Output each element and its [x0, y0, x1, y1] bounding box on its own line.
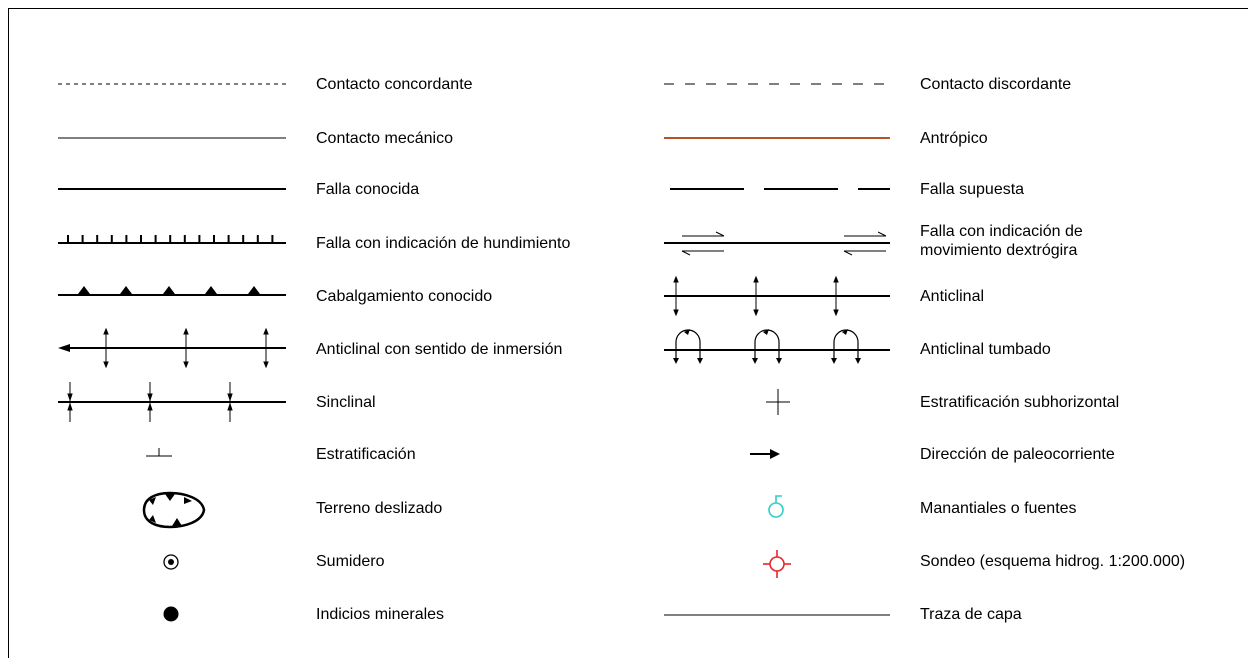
borehole-icon: [763, 550, 791, 578]
thrust-triangles-line-symbol: [58, 286, 286, 296]
legend-frame: [8, 8, 1248, 658]
legend-label-contacto-mecanico: Contacto mecánico: [316, 130, 453, 147]
dashed-wide-line-symbol: [664, 83, 890, 85]
legend-label-falla-conocida: Falla conocida: [316, 181, 420, 198]
legend-label-contacto-discordante: Contacto discordante: [920, 76, 1072, 93]
legend-label-antropico: Antrópico: [920, 130, 988, 147]
spring-icon: [768, 495, 784, 518]
overturned-anticline-line-symbol: [664, 329, 890, 364]
long-dash-line-symbol: [670, 188, 890, 190]
plunging-anticline-line-symbol: [58, 327, 286, 369]
legend-label-manantiales: Manantiales o fuentes: [920, 500, 1077, 517]
legend-label-estratificacion: Estratificación: [316, 446, 416, 463]
bed-trace-line-symbol: [664, 614, 890, 616]
legend-label-falla-hundimiento: Falla con indicación de hundimiento: [316, 235, 571, 252]
subhorizontal-cross-symbol: [766, 389, 790, 415]
dextral-fault-line-symbol: [664, 231, 890, 256]
legend-label-indicios-minerales: Indicios minerales: [316, 606, 445, 623]
legend-label-paleocorriente: Dirección de paleocorriente: [920, 446, 1115, 463]
legend-label-anticlinal: Anticlinal: [920, 288, 985, 305]
thin-line-symbol: [58, 137, 286, 139]
legend-label-anticlinal-inmersion: Anticlinal con sentido de inmersión: [316, 341, 563, 358]
ticked-fault-line-symbol: [58, 235, 286, 244]
legend-label-sondeo: Sondeo (esquema hidrog. 1:200.000): [920, 553, 1186, 570]
legend-label-terreno-deslizado: Terreno deslizado: [316, 500, 443, 517]
thick-line-symbol: [58, 188, 286, 190]
legend-label-falla-supuesta: Falla supuesta: [920, 181, 1025, 198]
legend-label-sumidero: Sumidero: [316, 553, 385, 570]
legend-label-contacto-concordante: Contacto concordante: [316, 76, 473, 93]
legend-label-cabalgamiento: Cabalgamiento conocido: [316, 288, 493, 305]
paleocurrent-arrow-symbol: [750, 449, 780, 459]
syncline-line-symbol: [58, 382, 286, 422]
mineral-dot-symbol: [163, 606, 179, 622]
anthropic-line-symbol: [664, 137, 890, 139]
dashed-fine-line-symbol: [58, 83, 286, 85]
landslide-outline-symbol: [142, 491, 206, 529]
legend-label-falla-dextrogira: Falla con indicación de movimiento dextr…: [920, 223, 1083, 259]
legend-label-anticlinal-tumbado: Anticlinal tumbado: [920, 341, 1051, 358]
sinkhole-dot-circle-symbol: [163, 554, 179, 570]
bedding-tick-symbol: [146, 448, 172, 457]
anticline-line-symbol: [664, 275, 890, 317]
legend-label-estratificacion-subhorizontal: Estratificación subhorizontal: [920, 394, 1120, 411]
legend-label-sinclinal: Sinclinal: [316, 394, 376, 411]
legend-label-traza-capa: Traza de capa: [920, 606, 1022, 623]
